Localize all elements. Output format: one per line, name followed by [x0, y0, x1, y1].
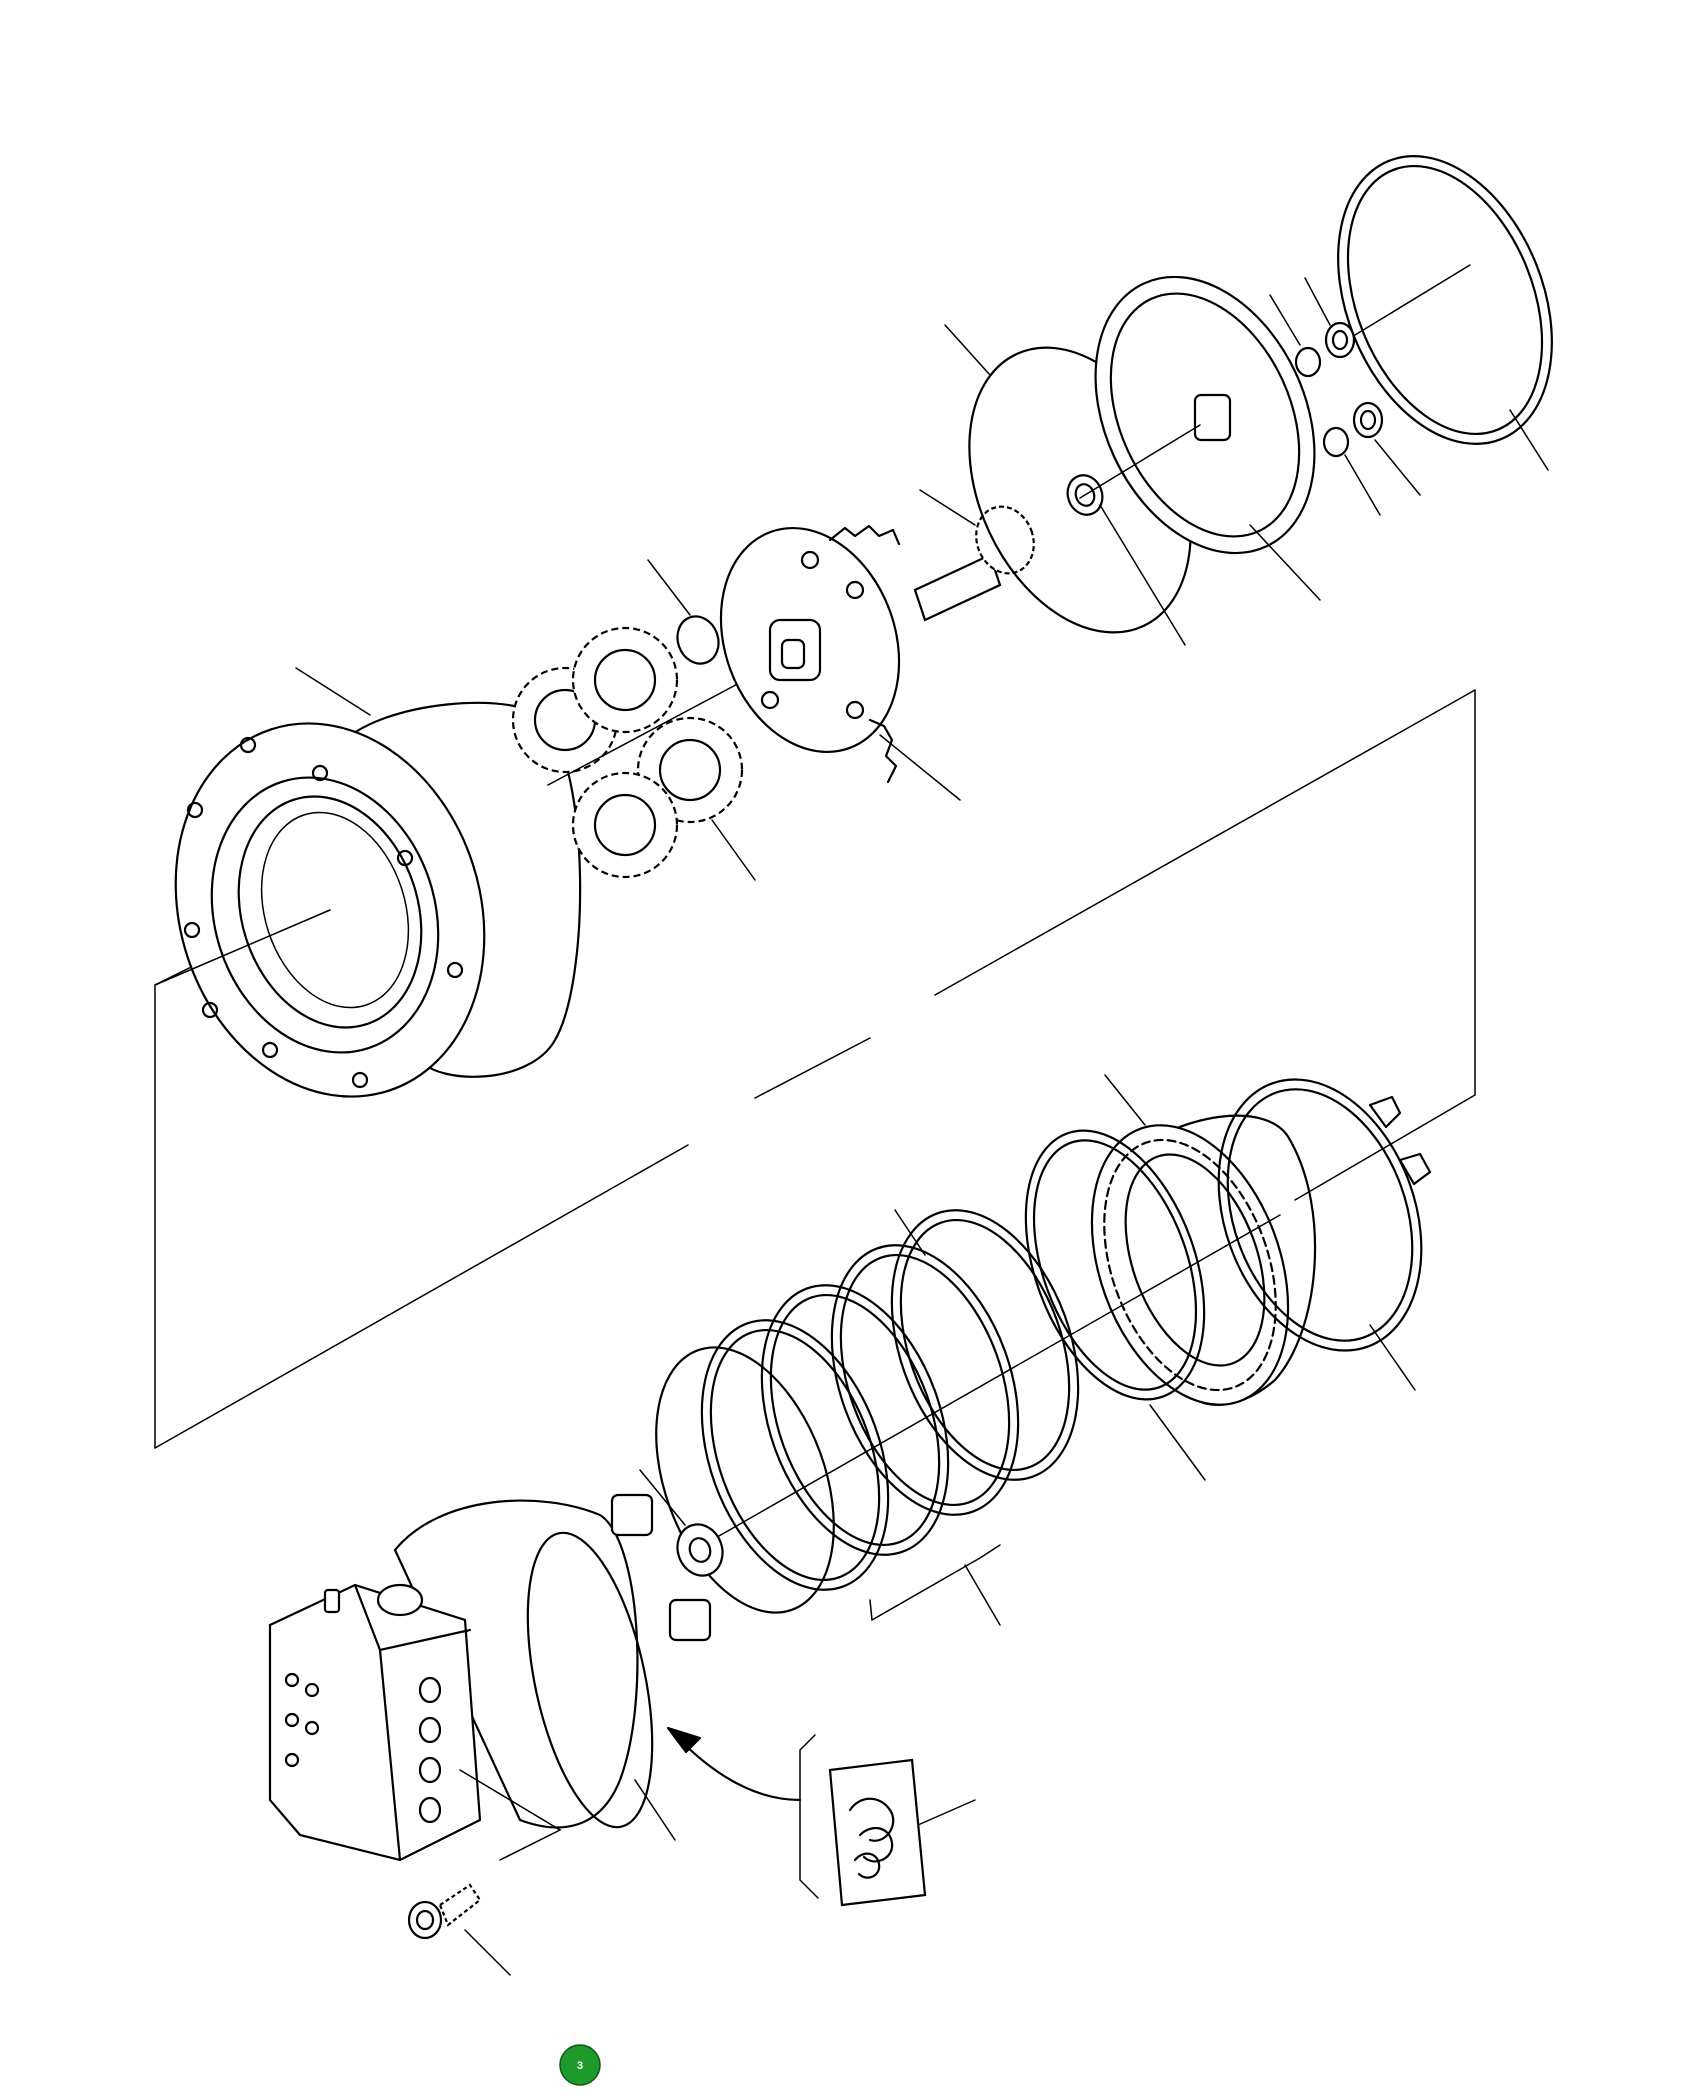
- gear-housing: [154, 667, 582, 1098]
- plug-seal: [1269, 294, 1381, 516]
- sun-gear-shaft: [913, 489, 1035, 622]
- planet-carrier: [719, 524, 961, 801]
- planet-gears: [511, 626, 756, 881]
- hydraulic-motor: [268, 1493, 712, 1862]
- seal-ring: [1024, 1129, 1206, 1481]
- lock-ring: [1217, 1078, 1432, 1391]
- badge-label: 3: [577, 2060, 583, 2072]
- retaining-ring: [647, 559, 720, 665]
- thrust-washer-motor: [639, 1469, 724, 1577]
- cap-screw: [407, 1883, 511, 1976]
- cover-plate: [1079, 275, 1321, 601]
- snap-ring: [1337, 155, 1553, 471]
- page-badge: 3: [559, 2044, 601, 2086]
- seal-kit-bag: [666, 1726, 976, 1907]
- drain-plug: [1304, 277, 1421, 496]
